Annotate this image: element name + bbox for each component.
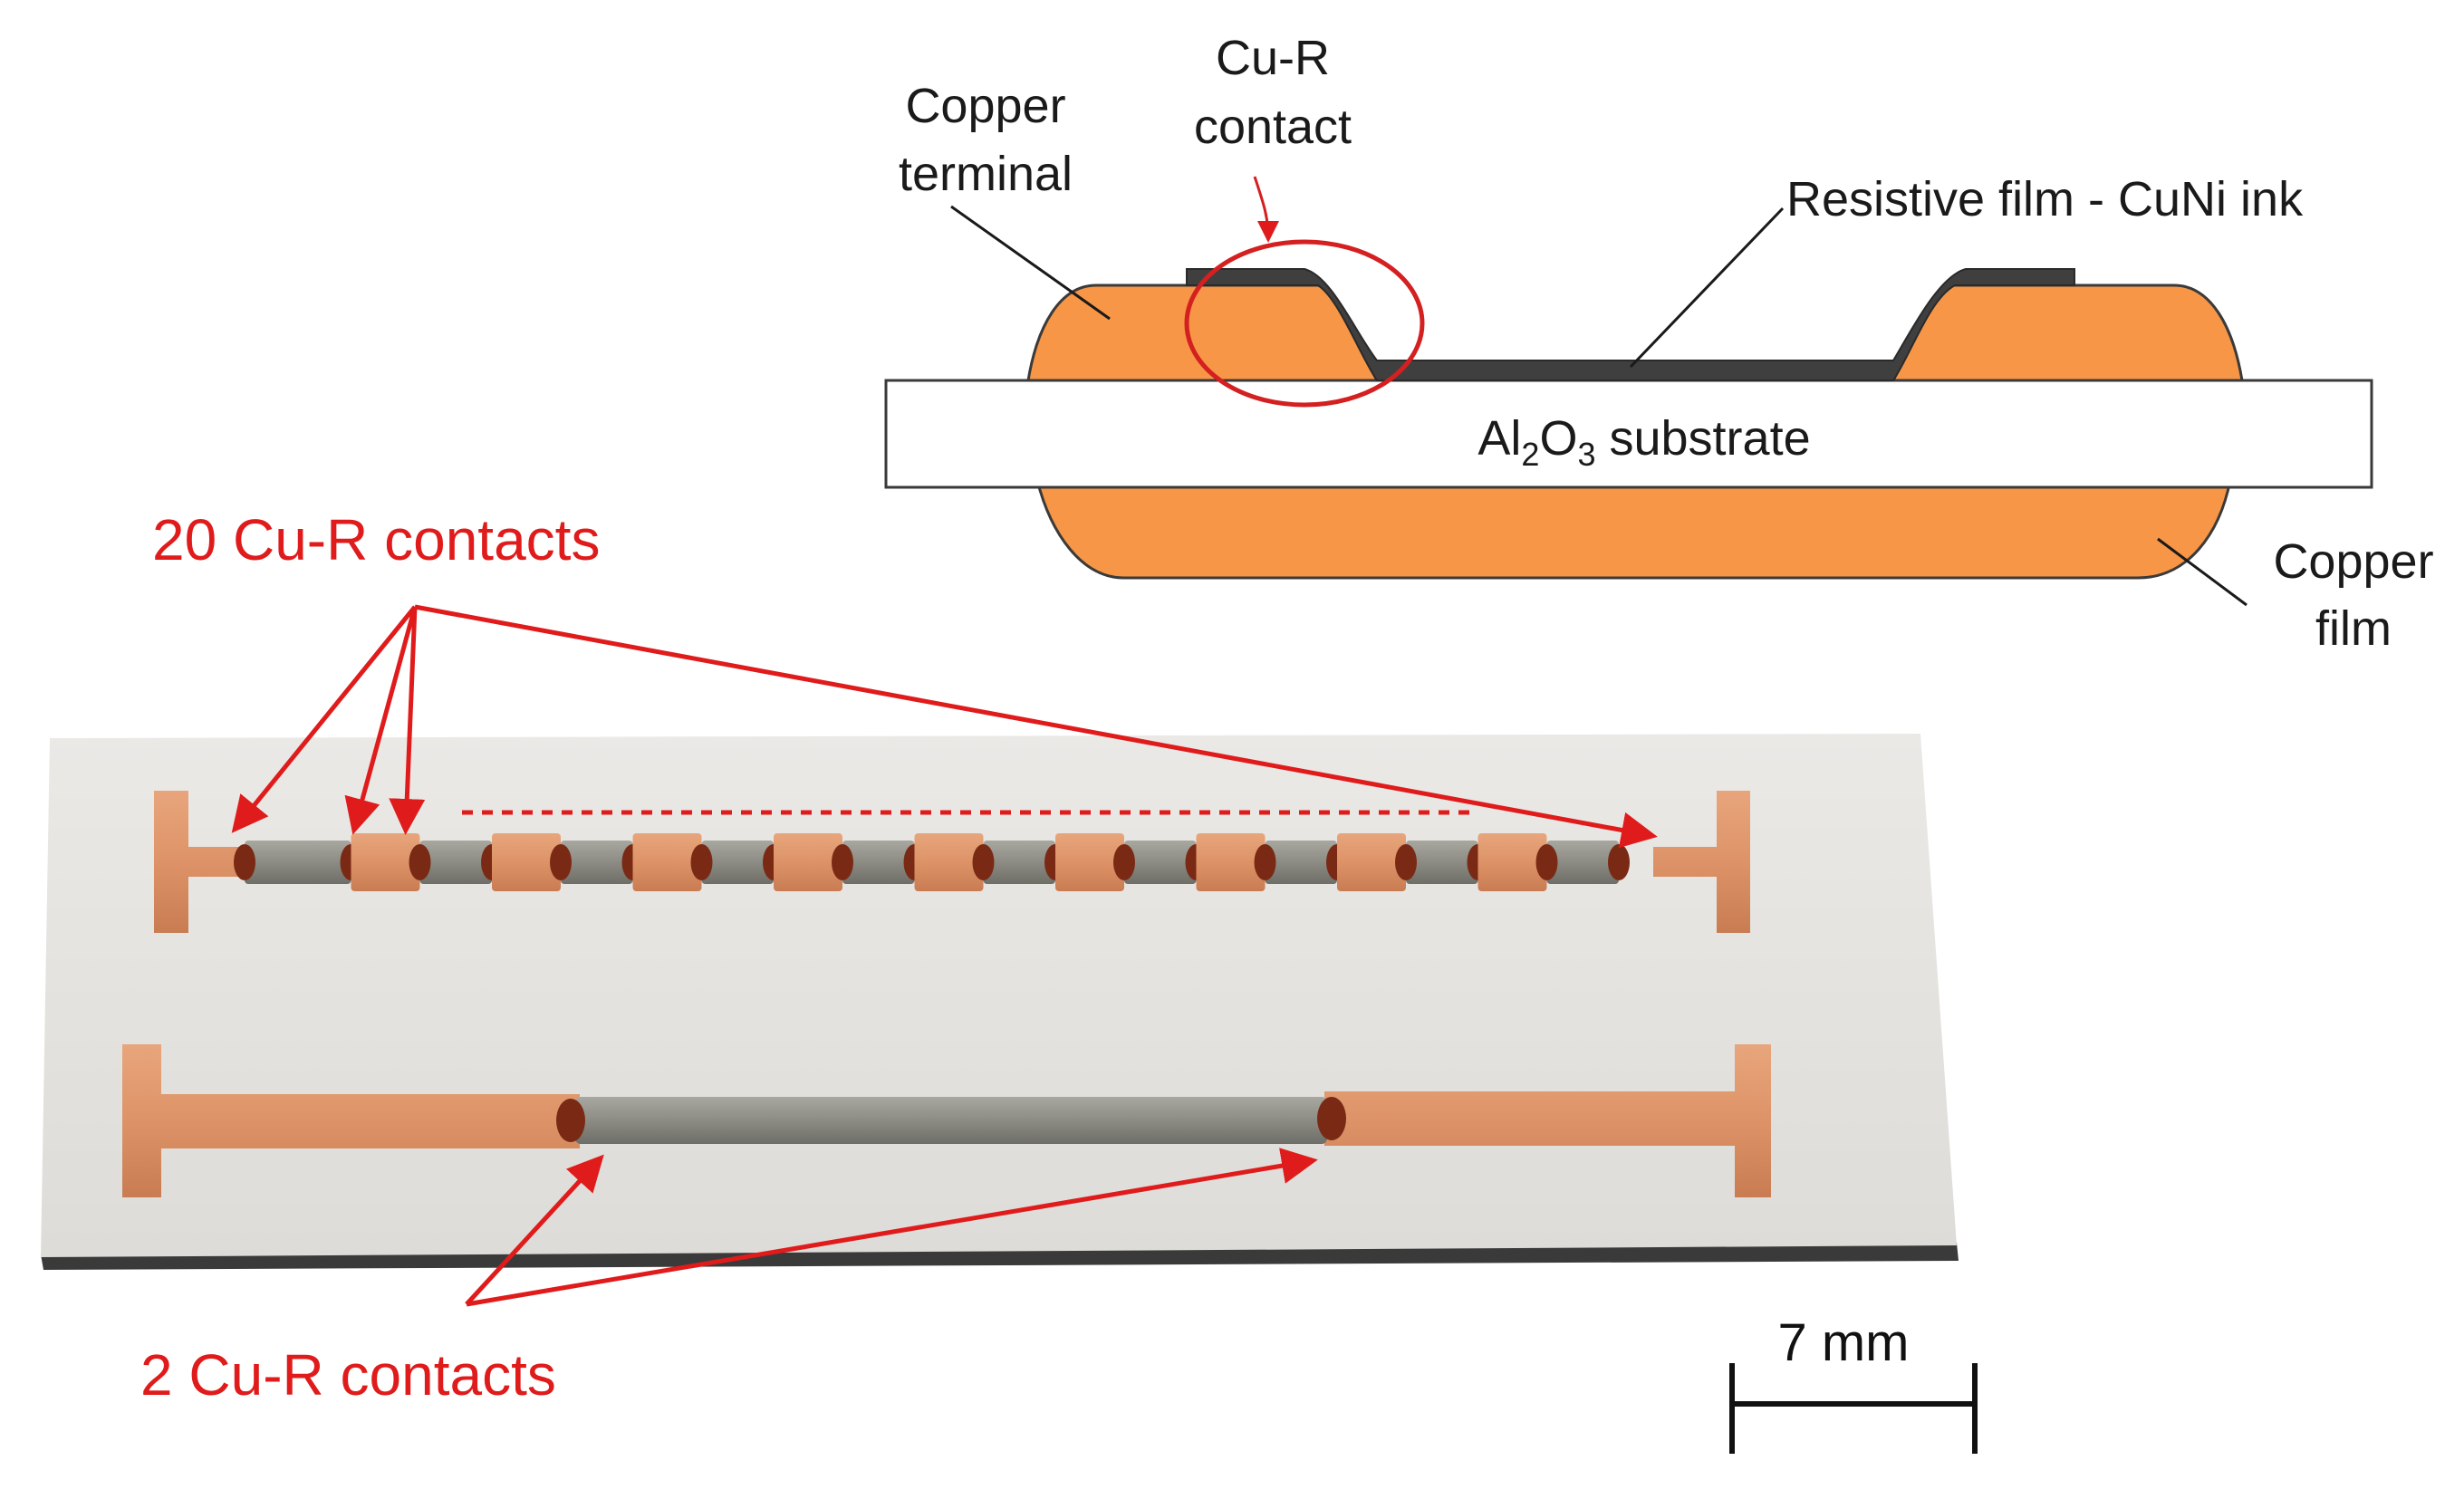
top-track-resistive-segment: [842, 841, 915, 884]
top-track-copper-pad: [492, 833, 561, 891]
top-track-resistive-segment: [983, 841, 1055, 884]
copper-terminal-label-line2: terminal: [899, 147, 1073, 201]
bottom-contact-left: [556, 1099, 585, 1142]
scale-bar: 7 mm: [1729, 1313, 1978, 1454]
top-track-cu-r-contact: [1608, 844, 1630, 880]
al2o3-substrate: [884, 379, 2373, 489]
top-track-resistive-segment: [419, 841, 492, 884]
top-track-segments: [234, 833, 1630, 891]
top-track-cu-r-contact: [1113, 844, 1135, 880]
cross-section-diagram: Cu-R contact Copper terminal Resistive f…: [884, 31, 2434, 656]
bottom-track-right-terminal: [1324, 1044, 1771, 1197]
label-2-contacts: 2 Cu-R contacts: [140, 1342, 556, 1408]
copper-film-bottom: [1035, 478, 2232, 580]
sample-photo: 20 Cu-R contacts 2 Cu-R contacts: [41, 507, 1959, 1408]
label-20-contacts: 20 Cu-R contacts: [152, 507, 600, 572]
photo-substrate: [41, 734, 1957, 1257]
cu-r-contact-pointer: [1253, 176, 1279, 243]
resistive-film-leader: [1629, 207, 1785, 369]
copper-terminal-label-line1: Copper: [905, 79, 1065, 133]
top-track-copper-pad: [1055, 833, 1124, 891]
substrate-label-tail: substrate: [1595, 411, 1810, 466]
top-track-resistive-segment: [1546, 841, 1619, 884]
copper-terminal-right: [1891, 283, 2244, 382]
bottom-track: [122, 1044, 1771, 1197]
top-track-cu-r-contact: [1254, 844, 1276, 880]
top-track-resistive-segment: [561, 841, 633, 884]
cu-r-contact-highlight: [1184, 239, 1425, 408]
substrate-label-o: O: [1539, 411, 1577, 466]
top-track-copper-pad: [914, 833, 984, 891]
top-track-cu-r-contact: [550, 844, 572, 880]
top-track-resistive-segment: [1406, 841, 1478, 884]
substrate-label-al: Al: [1477, 411, 1521, 466]
top-track-cu-r-contact: [409, 844, 431, 880]
substrate-label: Al2O3 substrate: [1477, 411, 1810, 473]
top-track-cu-r-contact: [972, 844, 995, 880]
substrate-label-sub1: 2: [1521, 436, 1539, 473]
cu-r-contact-label-line1: Cu-R: [1216, 31, 1330, 85]
copper-terminal-leader: [950, 205, 1111, 321]
resistive-film-label: Resistive film - CuNi ink: [1786, 172, 2304, 226]
top-track-cu-r-contact: [832, 844, 853, 880]
scale-bar-label: 7 mm: [1778, 1313, 1910, 1372]
top-track-cu-r-contact: [234, 844, 255, 880]
copper-film-leader: [2157, 537, 2247, 607]
top-track-cu-r-contact: [1395, 844, 1417, 880]
photo-substrate-side: [41, 1243, 1959, 1270]
resistive-film: [1186, 268, 2075, 381]
bottom-contact-right: [1317, 1097, 1346, 1140]
top-track-copper-pad: [1196, 833, 1266, 891]
cu-r-contact-label-line2: contact: [1194, 100, 1352, 154]
top-track-cu-r-contact: [1535, 844, 1558, 880]
bottom-track-resistive-film: [575, 1097, 1327, 1144]
bottom-track-left-terminal: [122, 1044, 580, 1197]
top-track-copper-pad: [1337, 833, 1406, 891]
top-track-copper-pad: [1477, 833, 1547, 891]
arrows-20-contacts: [231, 604, 1658, 849]
top-track-resistive-segment: [1124, 841, 1197, 884]
top-track-resistive-segment: [701, 841, 774, 884]
copper-film-label-line2: film: [2315, 601, 2392, 656]
top-track: [154, 791, 1750, 933]
top-track-right-terminal: [1653, 791, 1750, 933]
arrows-2-contacts: [465, 1148, 1318, 1307]
copper-film-label-line1: Copper: [2273, 534, 2433, 589]
top-track-copper-pad: [774, 833, 842, 891]
top-track-resistive-segment: [1265, 841, 1337, 884]
top-track-resistive-segment: [245, 841, 351, 884]
top-track-copper-pad: [632, 833, 702, 891]
top-track-copper-pad: [351, 833, 420, 891]
top-track-cu-r-contact: [690, 844, 713, 880]
substrate-label-sub2: 3: [1577, 436, 1595, 473]
top-track-left-terminal: [154, 791, 245, 933]
